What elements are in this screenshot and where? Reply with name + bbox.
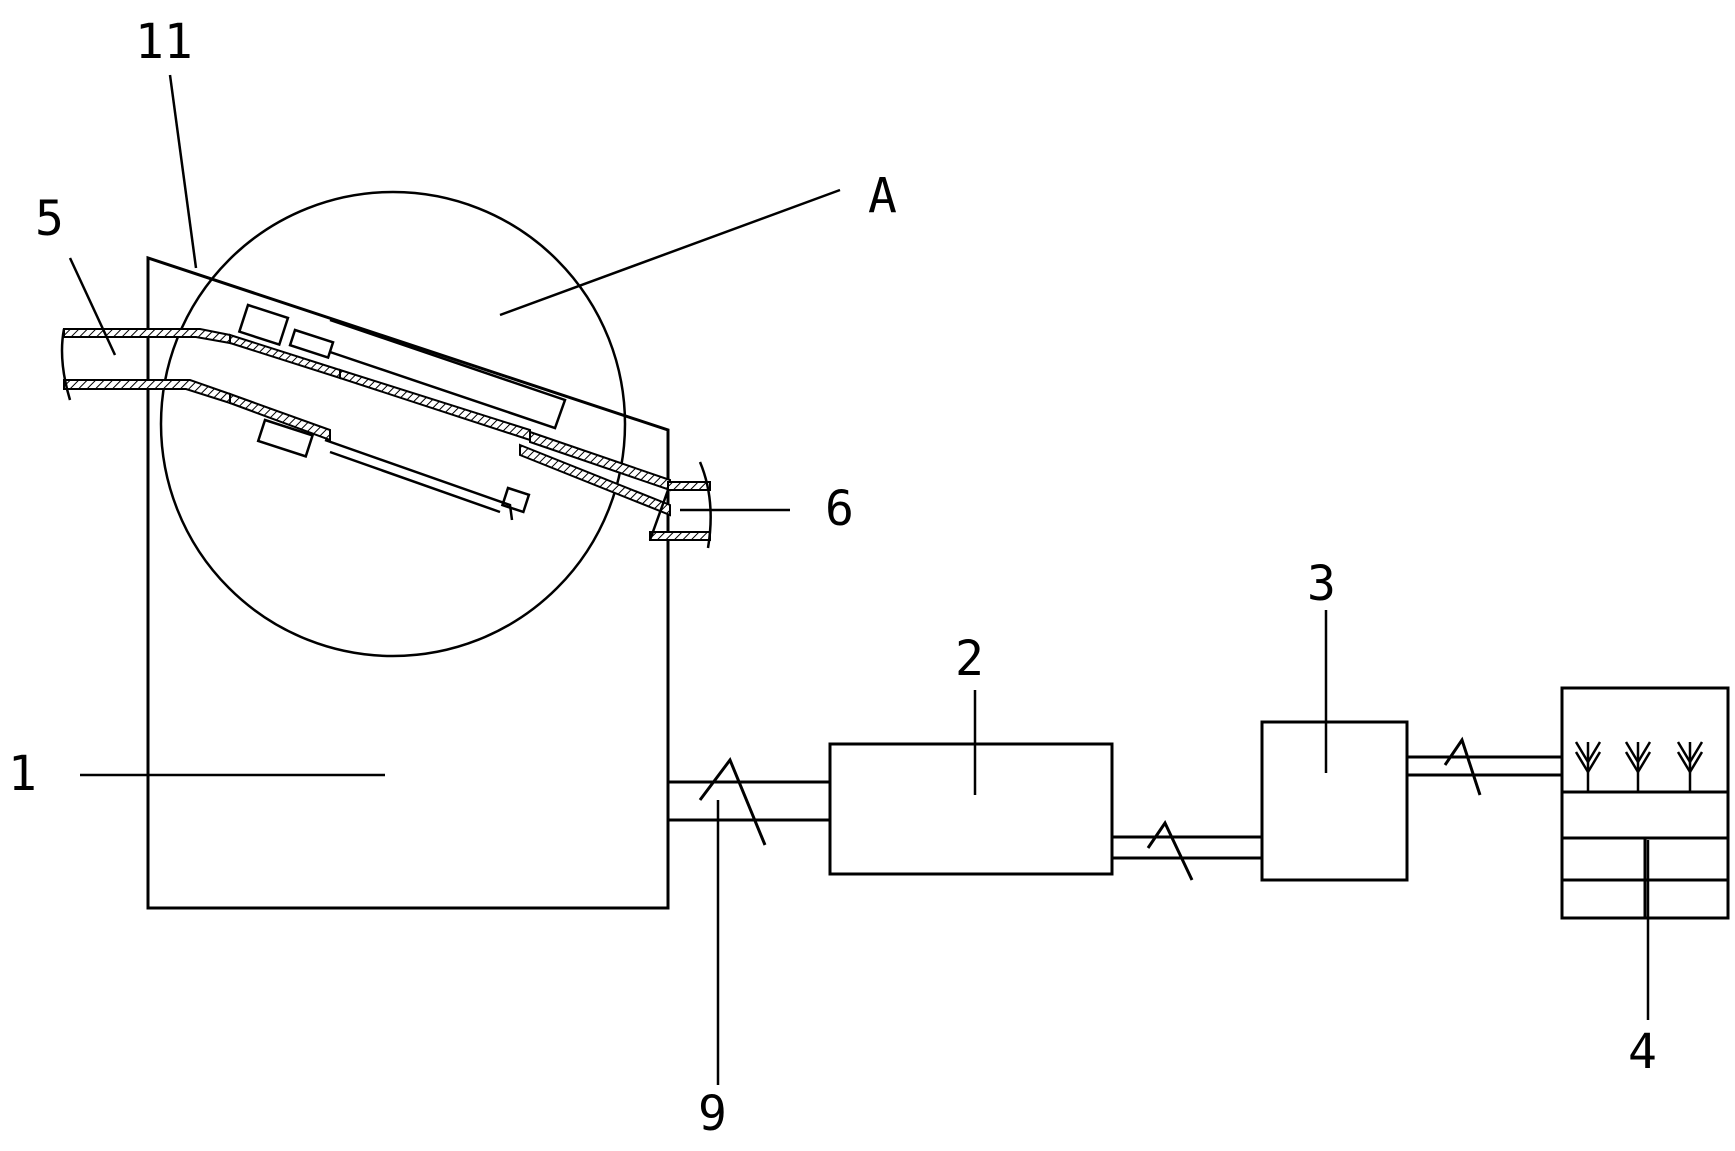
plant-icon <box>1574 741 1602 792</box>
label-1: 1 <box>8 746 37 802</box>
leader-5 <box>68 257 117 356</box>
plant-icon <box>1624 741 1652 792</box>
label-2: 2 <box>955 631 984 687</box>
label-11: 11 <box>135 14 193 70</box>
label-5: 5 <box>35 191 64 247</box>
pipe-6 <box>648 461 712 549</box>
label-9: 9 <box>698 1086 727 1142</box>
label-4: 4 <box>1628 1024 1657 1080</box>
box-3 <box>1260 720 1409 882</box>
label-6: 6 <box>825 481 854 537</box>
box-2 <box>828 742 1114 876</box>
label-a: A <box>868 168 897 224</box>
connection-2-3 <box>1112 819 1262 881</box>
main-housing <box>146 255 670 910</box>
inclined-conduit <box>229 303 671 521</box>
connection-1-2 <box>668 756 830 846</box>
plant-icons <box>1574 741 1704 792</box>
pipe-5 <box>60 328 231 405</box>
label-3: 3 <box>1307 556 1336 612</box>
box-4 <box>1560 686 1730 920</box>
connection-3-4 <box>1407 736 1562 796</box>
leader-11 <box>168 74 198 269</box>
plant-icon <box>1676 741 1704 792</box>
detail-circle-a <box>159 190 627 658</box>
leader-a <box>499 188 841 317</box>
